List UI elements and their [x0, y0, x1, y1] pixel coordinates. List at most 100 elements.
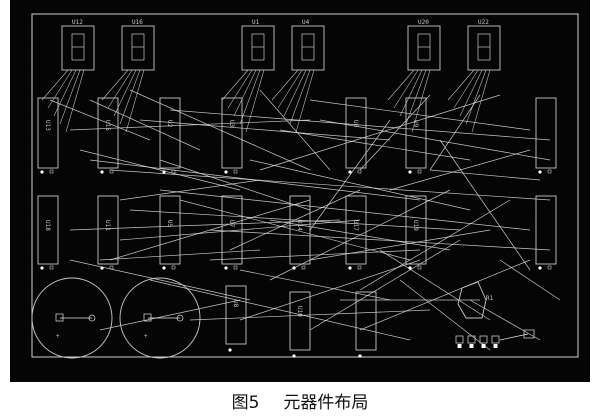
display-fanout-wire	[289, 69, 311, 125]
ic-package	[405, 195, 427, 265]
small-component-label: R1	[486, 295, 494, 302]
ratsnest-wire	[239, 269, 391, 301]
ratsnest-wire	[69, 219, 341, 231]
ratsnest-wire	[89, 99, 201, 151]
ic-label: U7	[228, 220, 235, 228]
ic-package	[289, 291, 311, 351]
ratsnest-wire	[109, 169, 551, 201]
pin-1-marker	[292, 354, 296, 358]
ratsnest-wire	[309, 119, 391, 231]
board-outline	[31, 13, 579, 358]
ic-package	[405, 97, 427, 169]
display-fanout-wire	[245, 69, 265, 133]
ic-label: U5	[166, 220, 173, 228]
ic-label: U9	[412, 120, 419, 128]
ic-pad	[357, 265, 362, 270]
display-fanout-wire	[447, 69, 475, 101]
capacitor-pad	[55, 313, 64, 322]
seven-segment-display	[407, 25, 441, 71]
display-fanout-wire	[459, 69, 483, 117]
display-fanout-wire	[119, 69, 141, 125]
ic-label: U13	[44, 120, 51, 131]
display-label: U22	[478, 19, 489, 26]
ratsnest-wire	[499, 259, 561, 301]
display-fanout-wire	[453, 69, 479, 109]
ic-package	[289, 195, 311, 265]
pin-1-marker	[224, 266, 228, 270]
ic-package	[535, 195, 557, 265]
ratsnest-wire	[359, 259, 531, 331]
display-label: U4	[302, 19, 310, 26]
ic-label: U14	[296, 220, 303, 231]
ratsnest-wire	[259, 89, 331, 171]
resistor-pad	[491, 335, 500, 344]
ratsnest-wire	[499, 333, 529, 341]
pin-1-marker	[40, 170, 44, 174]
ic-label: U2	[166, 120, 173, 128]
ic-label: U17	[352, 220, 359, 231]
ratsnest-wire	[209, 249, 421, 261]
resistor-pad	[479, 335, 488, 344]
ratsnest-wire	[439, 139, 531, 271]
ratsnest-wire	[429, 169, 541, 181]
display-label: U12	[72, 19, 83, 26]
ic-label: U15	[104, 120, 111, 131]
ratsnest-wire	[149, 279, 411, 341]
ic-package	[97, 195, 119, 265]
pin-1-marker	[538, 170, 542, 174]
ic-label: U19	[412, 220, 419, 231]
ratsnest-wire	[249, 159, 471, 211]
ic-pad	[109, 169, 114, 174]
resistor-pad-fill	[493, 344, 498, 348]
pin-1-marker	[224, 170, 228, 174]
pin-1-marker	[538, 266, 542, 270]
ic-pad	[301, 265, 306, 270]
ic-label: U18	[44, 220, 51, 231]
pin-1-marker	[162, 170, 166, 174]
ic-label: U3	[228, 120, 235, 128]
ic-package	[355, 291, 377, 351]
ratsnest-wire	[129, 209, 461, 231]
display-fanout-wire	[271, 69, 299, 101]
display-fanout-wire	[465, 69, 487, 125]
pin-1-marker	[292, 266, 296, 270]
figure-caption: 图5 元器件布局	[0, 386, 600, 414]
ratsnest-wire	[69, 119, 311, 131]
display-label: U16	[132, 19, 143, 26]
ratsnest-wire	[309, 239, 461, 331]
small-component-outline	[457, 281, 487, 319]
capacitor-outline	[31, 277, 113, 359]
ic-pad	[547, 169, 552, 174]
ratsnest-wire	[389, 149, 531, 191]
ic-pad	[49, 265, 54, 270]
display-fanout-wire	[47, 69, 73, 109]
ic-pad	[357, 169, 362, 174]
ratsnest-wire	[279, 129, 471, 161]
seven-segment-display	[467, 25, 501, 71]
seven-segment-display	[61, 25, 95, 71]
ratsnest-wire	[169, 109, 551, 141]
display-fanout-wire	[471, 69, 491, 133]
display-fanout-wire	[125, 69, 145, 133]
seven-segment-display	[121, 25, 155, 71]
display-fanout-wire	[221, 69, 249, 101]
ratsnest-wire	[259, 94, 501, 171]
ratsnest-wire	[139, 119, 391, 141]
seven-segment-display	[241, 25, 275, 71]
ratsnest-wire	[469, 299, 541, 341]
pin-1-marker	[40, 266, 44, 270]
ic-pad	[109, 265, 114, 270]
ic-package	[159, 97, 181, 169]
ic-pad	[171, 169, 176, 174]
ic-package	[345, 97, 367, 169]
display-fanout-wire	[295, 69, 315, 133]
display-fanout-wire	[233, 69, 257, 117]
ic-package	[37, 97, 59, 169]
resistor-pad-fill	[481, 344, 486, 348]
resistor-pad	[455, 335, 464, 344]
connector-pad	[523, 329, 535, 339]
ratsnest-wire	[79, 149, 241, 191]
ic-pad	[49, 169, 54, 174]
ratsnest-wire	[379, 249, 491, 321]
